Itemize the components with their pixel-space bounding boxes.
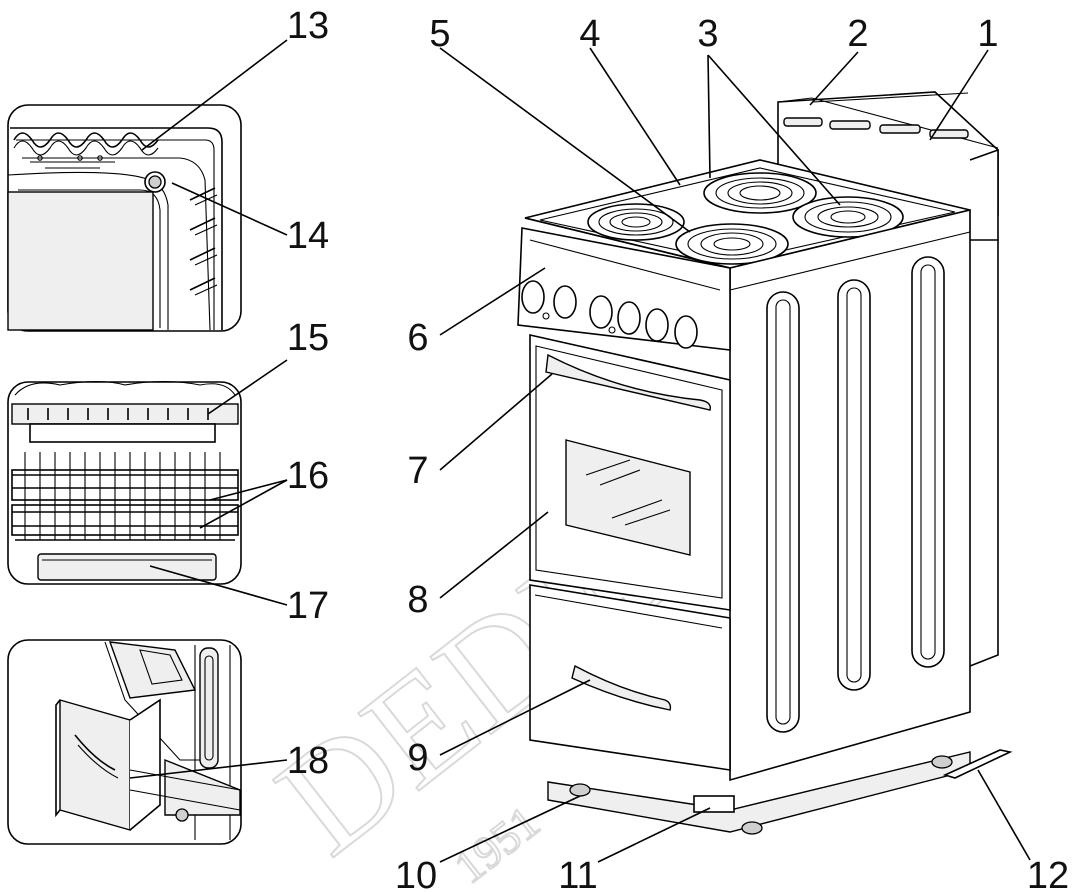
grill-element-teeth	[27, 408, 209, 420]
inset-oven-top	[7, 104, 242, 332]
knob-icon	[589, 295, 613, 329]
watermark-year: 1951	[445, 796, 549, 892]
callout-18: 18	[287, 740, 329, 782]
stove-body	[517, 91, 1013, 835]
control-panel	[517, 227, 731, 351]
callout-9: 9	[407, 737, 428, 779]
callout-7: 7	[407, 450, 428, 492]
callout-5: 5	[429, 13, 450, 55]
callout-8: 8	[407, 579, 428, 621]
oven-rack-lower	[11, 500, 239, 540]
inset-rack	[7, 380, 242, 585]
adjustable-foot-icon	[931, 755, 953, 769]
anti-tip-bracket	[942, 749, 1013, 779]
callout-16: 16	[287, 455, 329, 497]
knob-icon	[645, 308, 669, 342]
storage-drawer-front	[59, 699, 131, 831]
callout-2: 2	[847, 13, 868, 55]
hotplate-rear-left	[703, 172, 817, 214]
hotplate-front-left	[587, 203, 685, 241]
knob-icon	[521, 280, 545, 314]
oven-rack-upper	[11, 452, 239, 505]
drip-tray	[37, 553, 217, 581]
knob-icon	[617, 301, 641, 335]
callout-6: 6	[407, 317, 428, 359]
inset-drawer	[7, 639, 242, 845]
callout-12: 12	[1027, 855, 1069, 892]
adjustable-foot-icon	[569, 783, 591, 797]
rating-plate	[693, 795, 735, 813]
control-knobs	[521, 280, 698, 349]
leader-lines	[129, 39, 1031, 863]
callout-13: 13	[287, 5, 329, 47]
callout-15: 15	[287, 317, 329, 359]
oven-door-handle	[545, 353, 711, 411]
callout-1: 1	[977, 13, 998, 55]
indicator-light-icon	[542, 312, 550, 320]
knob-icon	[553, 285, 577, 319]
callout-11: 11	[558, 855, 597, 892]
adjustable-foot-icon	[741, 821, 763, 835]
indicator-light-icon	[608, 326, 616, 334]
callout-numbers: 1 2 3 4 5 6 7 8 9 10 11 12 13 14 15 16 1…	[287, 5, 1069, 892]
oven-window	[565, 439, 691, 556]
callout-4: 4	[579, 13, 600, 55]
callout-10: 10	[395, 855, 437, 892]
callout-14: 14	[287, 215, 329, 257]
hotplate-front-right	[675, 223, 789, 265]
storage-drawer	[529, 584, 731, 771]
storage-drawer-handle	[571, 664, 672, 711]
side-panel-ribs	[766, 256, 945, 733]
callout-3: 3	[697, 13, 718, 55]
grill-element-rail	[11, 403, 239, 425]
hotplate-rear-right	[792, 196, 904, 238]
knob-icon	[674, 315, 698, 349]
grill-element	[13, 132, 159, 148]
callout-17: 17	[287, 585, 329, 627]
